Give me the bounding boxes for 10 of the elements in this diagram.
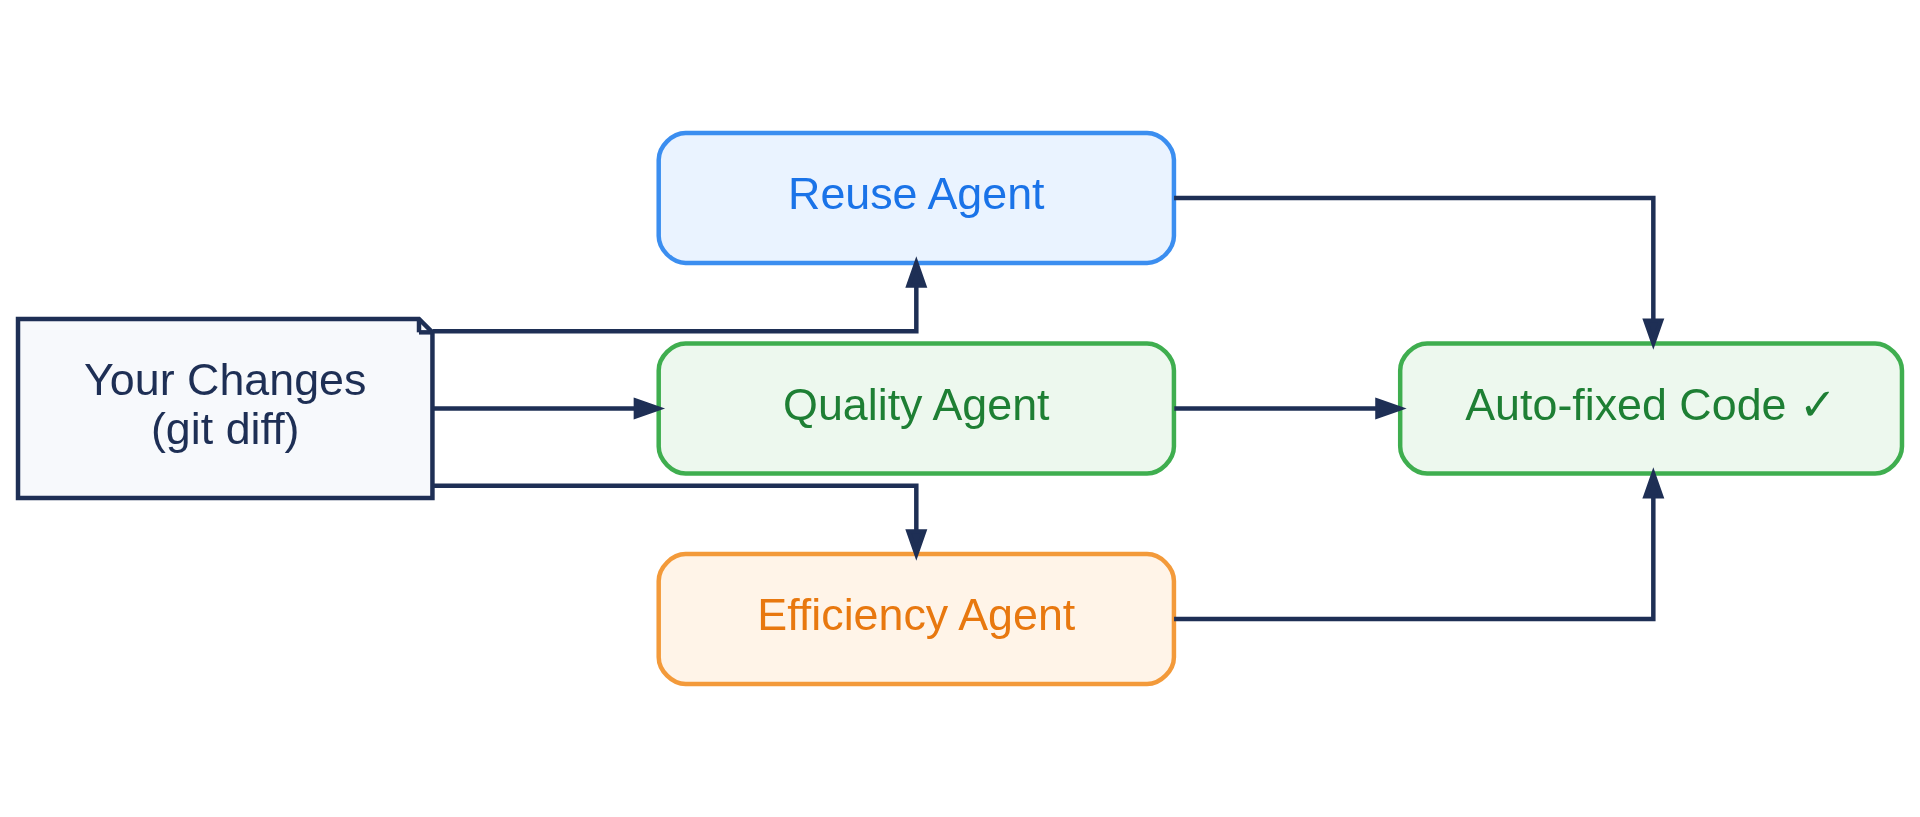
- node-box: Auto-fixed Code ✓: [1397, 341, 1905, 476]
- arrow: [432, 483, 928, 561]
- arrow: [1174, 397, 1407, 420]
- arrow: [1174, 467, 1665, 622]
- node-box: Reuse Agent: [656, 130, 1177, 266]
- node-box: Quality Agent: [656, 341, 1177, 476]
- arrow: [432, 397, 666, 420]
- node-box: Efficiency Agent: [656, 551, 1177, 687]
- arrow: [432, 256, 928, 334]
- arrow: [1174, 195, 1665, 350]
